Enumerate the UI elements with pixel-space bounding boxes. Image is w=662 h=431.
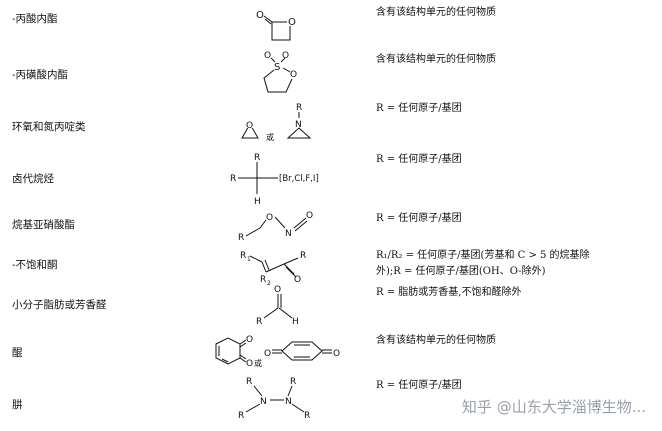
- svg-text:O: O: [274, 285, 281, 295]
- svg-text:R: R: [254, 153, 260, 163]
- description: R = 任何原子/基团: [376, 380, 462, 391]
- quinone-structure: O O 或 O O: [206, 330, 356, 374]
- svg-text:O: O: [290, 70, 297, 80]
- description: R = 任何原子/基团: [376, 213, 462, 224]
- description-line-1: R₁/R₂ = 任何原子/基团(芳基和 C > 5 的烷基除: [376, 250, 590, 261]
- svg-text:O: O: [264, 349, 271, 359]
- unsaturated-ketone-structure: R 1 R 2 O R: [232, 244, 342, 286]
- aldehyde-structure: O R H: [252, 282, 312, 328]
- propane-sultone-structure: O O S O: [252, 48, 312, 98]
- svg-text:N: N: [285, 397, 292, 407]
- compound-name: 环氧和氮丙啶类: [12, 121, 86, 133]
- epoxide-aziridine-structure: O 或 R N: [236, 100, 336, 146]
- svg-text:O: O: [264, 51, 271, 61]
- description: 含有该结构单元的任何物质: [376, 7, 496, 18]
- svg-text:H: H: [254, 197, 261, 206]
- svg-text:O: O: [256, 10, 264, 21]
- description-line-2: 外);R = 任何原子/基团(OH、O-除外): [376, 266, 546, 277]
- propiolactone-structure: O O: [252, 4, 312, 48]
- svg-text:O: O: [246, 359, 253, 369]
- watermark: 知乎 @山东大学淄博生物...: [461, 398, 646, 416]
- description: R = 任何原子/基团: [376, 154, 462, 165]
- haloalkane-structure: R R H [Br,Cl,F,I]: [226, 150, 346, 206]
- svg-text:O: O: [288, 17, 296, 28]
- svg-text:R: R: [240, 251, 246, 261]
- svg-text:O: O: [294, 275, 301, 285]
- svg-text:R: R: [260, 275, 266, 285]
- svg-text:O: O: [266, 213, 273, 223]
- description: R = 脂肪或芳香基,不饱和醛除外: [376, 287, 522, 298]
- hydrazine-structure: R R N N R R: [232, 374, 332, 420]
- svg-text:R: R: [230, 174, 236, 184]
- svg-text:N: N: [260, 397, 267, 407]
- compound-name: 醌: [12, 347, 23, 359]
- compound-name: 肼: [12, 399, 23, 411]
- compound-name: -丙酸内酯: [12, 13, 58, 25]
- compound-name: 卤代烷烃: [12, 173, 54, 185]
- description: 含有该结构单元的任何物质: [376, 335, 496, 346]
- svg-text:N: N: [285, 229, 292, 239]
- svg-text:R: R: [300, 251, 306, 261]
- svg-text:N: N: [295, 120, 302, 130]
- svg-text:R: R: [304, 411, 310, 420]
- svg-text:O: O: [333, 349, 340, 359]
- svg-text:R: R: [296, 103, 302, 113]
- or-connector: 或: [266, 132, 274, 142]
- svg-text:R: R: [246, 377, 252, 387]
- alkyl-nitrite-structure: R O N O: [236, 206, 336, 244]
- compound-name: 小分子脂肪或芳香醛: [12, 299, 107, 311]
- svg-text:O: O: [282, 51, 289, 61]
- compound-name: -丙磺酸内酯: [12, 69, 69, 81]
- svg-text:O: O: [246, 121, 253, 131]
- svg-text:H: H: [292, 317, 299, 327]
- description: 含有该结构单元的任何物质: [376, 54, 496, 65]
- svg-text:R: R: [256, 317, 262, 327]
- svg-text:R: R: [238, 411, 244, 420]
- or-connector: 或: [254, 358, 262, 368]
- halogen-label: [Br,Cl,F,I]: [279, 174, 319, 184]
- svg-text:1: 1: [247, 256, 251, 263]
- compound-name: 烷基亚硝酸酯: [12, 219, 75, 231]
- compound-name: -不饱和酮: [12, 259, 58, 271]
- svg-text:O: O: [306, 211, 313, 221]
- svg-text:2: 2: [267, 280, 271, 286]
- svg-text:R: R: [238, 233, 244, 243]
- svg-text:R: R: [290, 377, 296, 387]
- svg-text:S: S: [274, 62, 280, 73]
- svg-text:O: O: [246, 335, 253, 345]
- description: R = 任何原子/基团: [376, 103, 462, 114]
